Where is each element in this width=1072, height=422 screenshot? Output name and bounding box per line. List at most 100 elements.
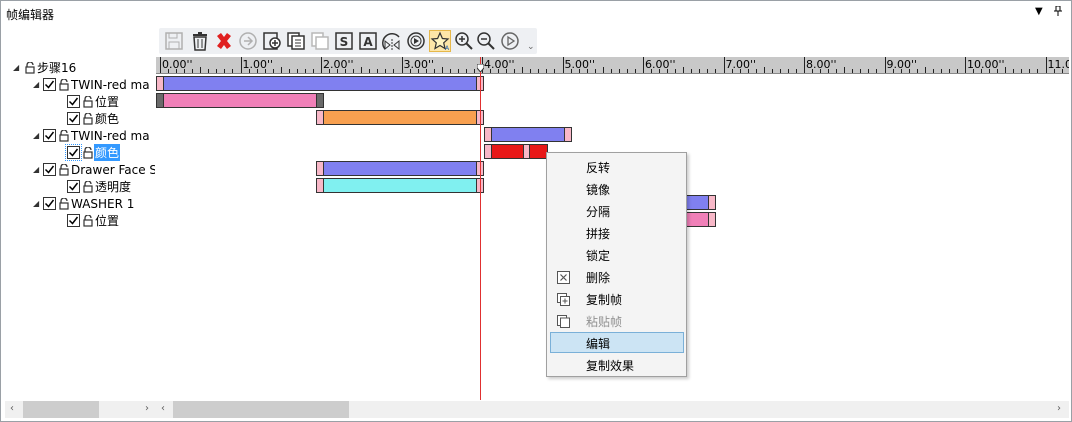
unlock-icon[interactable] (57, 163, 70, 176)
expand-triangle-icon[interactable]: ◢ (33, 199, 40, 208)
trash-icon[interactable] (189, 30, 211, 52)
ruler-tick (610, 69, 612, 73)
unlock-icon[interactable] (81, 95, 94, 108)
ruler-tick (932, 69, 934, 73)
menu-item-copy-frame[interactable]: 复制帧 (550, 288, 684, 309)
unlock-icon[interactable] (57, 78, 70, 91)
play-circle-icon[interactable] (405, 30, 427, 52)
frame-bar[interactable] (316, 178, 484, 193)
ruler-label: 9.00'' (886, 58, 918, 71)
scale-s-icon[interactable]: S (333, 30, 355, 52)
ruler-tick (643, 57, 644, 73)
menu-item-reverse[interactable]: 反转 (586, 161, 611, 175)
paste-frame-icon[interactable] (309, 30, 331, 52)
play-icon[interactable] (499, 30, 521, 52)
ruler-tick (168, 69, 170, 73)
checkbox[interactable] (65, 144, 82, 161)
menu-item-paste-frame[interactable]: 粘贴帧 (550, 310, 684, 331)
scroll-left-icon[interactable]: ‹ (161, 403, 165, 414)
checkbox[interactable] (67, 95, 80, 108)
expand-triangle-icon[interactable]: ◢ (13, 63, 20, 72)
ruler-tick (409, 69, 411, 73)
scroll-right-icon[interactable]: › (1057, 403, 1061, 414)
tree-item-drawer-face[interactable]: ◢ Drawer Face S (33, 161, 155, 178)
unlock-icon[interactable] (23, 61, 36, 74)
copy-frame-icon[interactable] (285, 30, 307, 52)
ruler-tick (812, 69, 814, 73)
playhead-line[interactable] (480, 57, 481, 400)
ruler-tick (804, 57, 805, 73)
frame-bar[interactable] (156, 93, 324, 108)
tree-item-position-1[interactable]: 位置 (67, 93, 120, 110)
menu-item-copy-effect[interactable]: 复制效果 (586, 359, 635, 373)
tree-item-opacity[interactable]: 透明度 (67, 178, 132, 195)
delete-x-icon[interactable] (213, 30, 235, 52)
unlock-icon[interactable] (57, 197, 70, 210)
checkbox[interactable] (67, 112, 80, 125)
tree-item-color-2-selected[interactable]: 颜色 (65, 144, 121, 161)
frame-bar[interactable] (316, 110, 484, 125)
checkbox[interactable] (43, 78, 56, 91)
checkbox[interactable] (67, 214, 80, 227)
frame-bar-selected[interactable] (484, 144, 548, 159)
zoom-in-icon[interactable] (453, 30, 475, 52)
ruler-tick (369, 69, 371, 73)
chevron-down-icon[interactable]: ▼ (1035, 6, 1043, 17)
menu-item-edit[interactable]: 编辑 (550, 332, 684, 353)
scroll-thumb[interactable] (23, 401, 99, 418)
import-icon[interactable] (237, 30, 259, 52)
tree-item-color-1[interactable]: 颜色 (67, 110, 120, 127)
tree-item-washer[interactable]: ◢ WASHER 1 (33, 195, 135, 212)
tree-label: TWIN-red ma (71, 128, 150, 143)
key-add-icon[interactable] (261, 30, 283, 52)
tree-item-position-2[interactable]: 位置 (67, 212, 120, 229)
toolbar-overflow-icon[interactable]: ⌄ (527, 42, 535, 52)
unlock-icon[interactable] (57, 129, 70, 142)
frame-bar[interactable] (484, 127, 572, 142)
ruler-tick (570, 69, 572, 73)
menu-item-mirror[interactable]: 镜像 (586, 183, 611, 197)
tree-item-twin-1[interactable]: ◢ TWIN-red ma (33, 76, 151, 93)
frame-bar[interactable] (316, 161, 484, 176)
ruler-tick (981, 69, 983, 73)
time-ruler[interactable]: 0.00''1.00''2.00''3.00''4.00''5.00''6.00… (156, 57, 1069, 74)
unlock-icon[interactable] (81, 112, 94, 125)
ruler-tick (868, 69, 870, 73)
ruler-tick (288, 69, 290, 73)
checkbox[interactable] (67, 180, 80, 193)
menu-item-split[interactable]: 分隔 (586, 205, 611, 219)
expand-triangle-icon[interactable]: ◢ (33, 131, 40, 140)
menu-item-lock[interactable]: 锁定 (586, 249, 611, 263)
unlock-icon[interactable] (81, 180, 94, 193)
frame-bar[interactable] (156, 76, 484, 91)
checkbox[interactable] (43, 163, 56, 176)
expand-triangle-icon[interactable]: ◢ (33, 80, 40, 89)
ruler-tick (1045, 57, 1047, 73)
menu-item-delete[interactable]: 删除 (550, 266, 684, 287)
menu-item-join[interactable]: 拼接 (586, 227, 611, 241)
tree-item-twin-2[interactable]: ◢ TWIN-red ma (33, 127, 151, 144)
ruler-tick (312, 69, 314, 73)
mirror-icon[interactable] (381, 30, 403, 52)
tree-root-row[interactable]: ◢ 步骤16 (13, 59, 77, 76)
checkbox[interactable] (43, 129, 56, 142)
tree-hscrollbar[interactable]: ‹ › (5, 401, 157, 418)
scroll-left-icon[interactable]: ‹ (10, 403, 14, 414)
ruler-tick (522, 67, 524, 73)
star-icon[interactable]: A (429, 30, 451, 52)
unlock-icon[interactable] (81, 214, 94, 227)
scroll-right-icon[interactable]: › (145, 403, 149, 414)
playhead-marker-icon[interactable] (476, 61, 485, 73)
checkbox[interactable] (43, 197, 56, 210)
tree-label: 位置 (95, 95, 120, 109)
timeline-hscrollbar[interactable]: ‹ › (157, 401, 1069, 418)
expand-triangle-icon[interactable]: ◢ (33, 165, 40, 174)
pin-icon[interactable] (1054, 5, 1062, 19)
ruler-tick (634, 69, 636, 73)
save-icon[interactable] (163, 30, 185, 52)
ruler-tick (361, 67, 363, 73)
zoom-out-icon[interactable] (475, 30, 497, 52)
unlock-icon[interactable] (81, 146, 94, 159)
scroll-thumb[interactable] (173, 401, 349, 418)
align-a-icon[interactable]: A (357, 30, 379, 52)
